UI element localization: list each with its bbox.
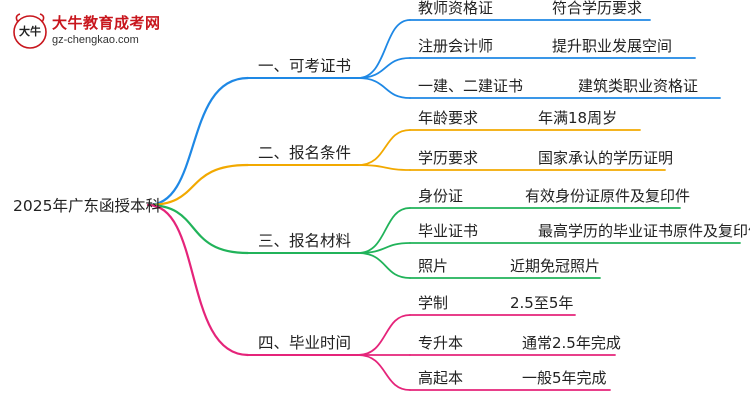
branch-connector <box>146 163 250 207</box>
child-connector <box>357 77 411 99</box>
child-value-label: 提升职业发展空间 <box>552 37 673 55</box>
branch-connector <box>146 203 250 255</box>
root-node-label: 2025年广东函授本科 <box>13 197 161 215</box>
branch-label: 二、报名条件 <box>258 144 352 162</box>
child-key-label: 学制 <box>418 294 449 312</box>
child-value-label: 2.5至5年 <box>510 294 574 312</box>
branch-label: 三、报名材料 <box>258 232 352 250</box>
child-value-label: 一般5年完成 <box>522 369 607 387</box>
logo-mark-text: 大牛 <box>19 25 41 38</box>
child-connector <box>357 207 411 254</box>
logo-title: 大牛教育成考网 <box>52 14 161 32</box>
child-value-label: 通常2.5年完成 <box>522 334 621 352</box>
branch-label: 四、毕业时间 <box>258 334 352 352</box>
child-connector <box>357 354 411 391</box>
child-value-label: 年满18周岁 <box>538 109 618 127</box>
child-value-label: 最高学历的毕业证书原件及复印件 <box>538 222 750 240</box>
child-key-label: 照片 <box>418 257 449 275</box>
child-key-label: 专升本 <box>418 334 464 352</box>
branch-label: 一、可考证书 <box>258 57 352 75</box>
logo-url: gz-chengkao.com <box>52 34 139 46</box>
branch-connector <box>146 203 250 357</box>
child-value-label: 建筑类职业资格证 <box>578 77 699 95</box>
child-key-label: 高起本 <box>418 369 464 387</box>
child-value-label: 符合学历要求 <box>552 0 643 17</box>
child-connector <box>357 164 411 171</box>
child-connector <box>357 314 411 356</box>
site-logo[interactable]: 大牛 大牛教育成考网 gz-chengkao.com <box>12 8 182 58</box>
child-key-label: 注册会计师 <box>418 37 494 55</box>
child-connector <box>357 129 411 166</box>
child-value-label: 近期免冠照片 <box>510 257 601 275</box>
child-connector <box>357 19 411 79</box>
child-key-label: 教师资格证 <box>418 0 494 17</box>
child-key-label: 毕业证书 <box>418 222 479 240</box>
child-key-label: 年龄要求 <box>418 109 479 127</box>
child-connector <box>357 57 411 79</box>
child-value-label: 国家承认的学历证明 <box>538 149 674 167</box>
child-connector <box>357 252 411 279</box>
child-key-label: 身份证 <box>418 187 464 205</box>
branch-connector <box>146 76 250 207</box>
child-value-label: 有效身份证原件及复印件 <box>525 187 691 205</box>
child-key-label: 学历要求 <box>418 149 479 167</box>
child-key-label: 一建、二建证书 <box>418 77 524 95</box>
bull-logo-icon <box>13 13 47 49</box>
